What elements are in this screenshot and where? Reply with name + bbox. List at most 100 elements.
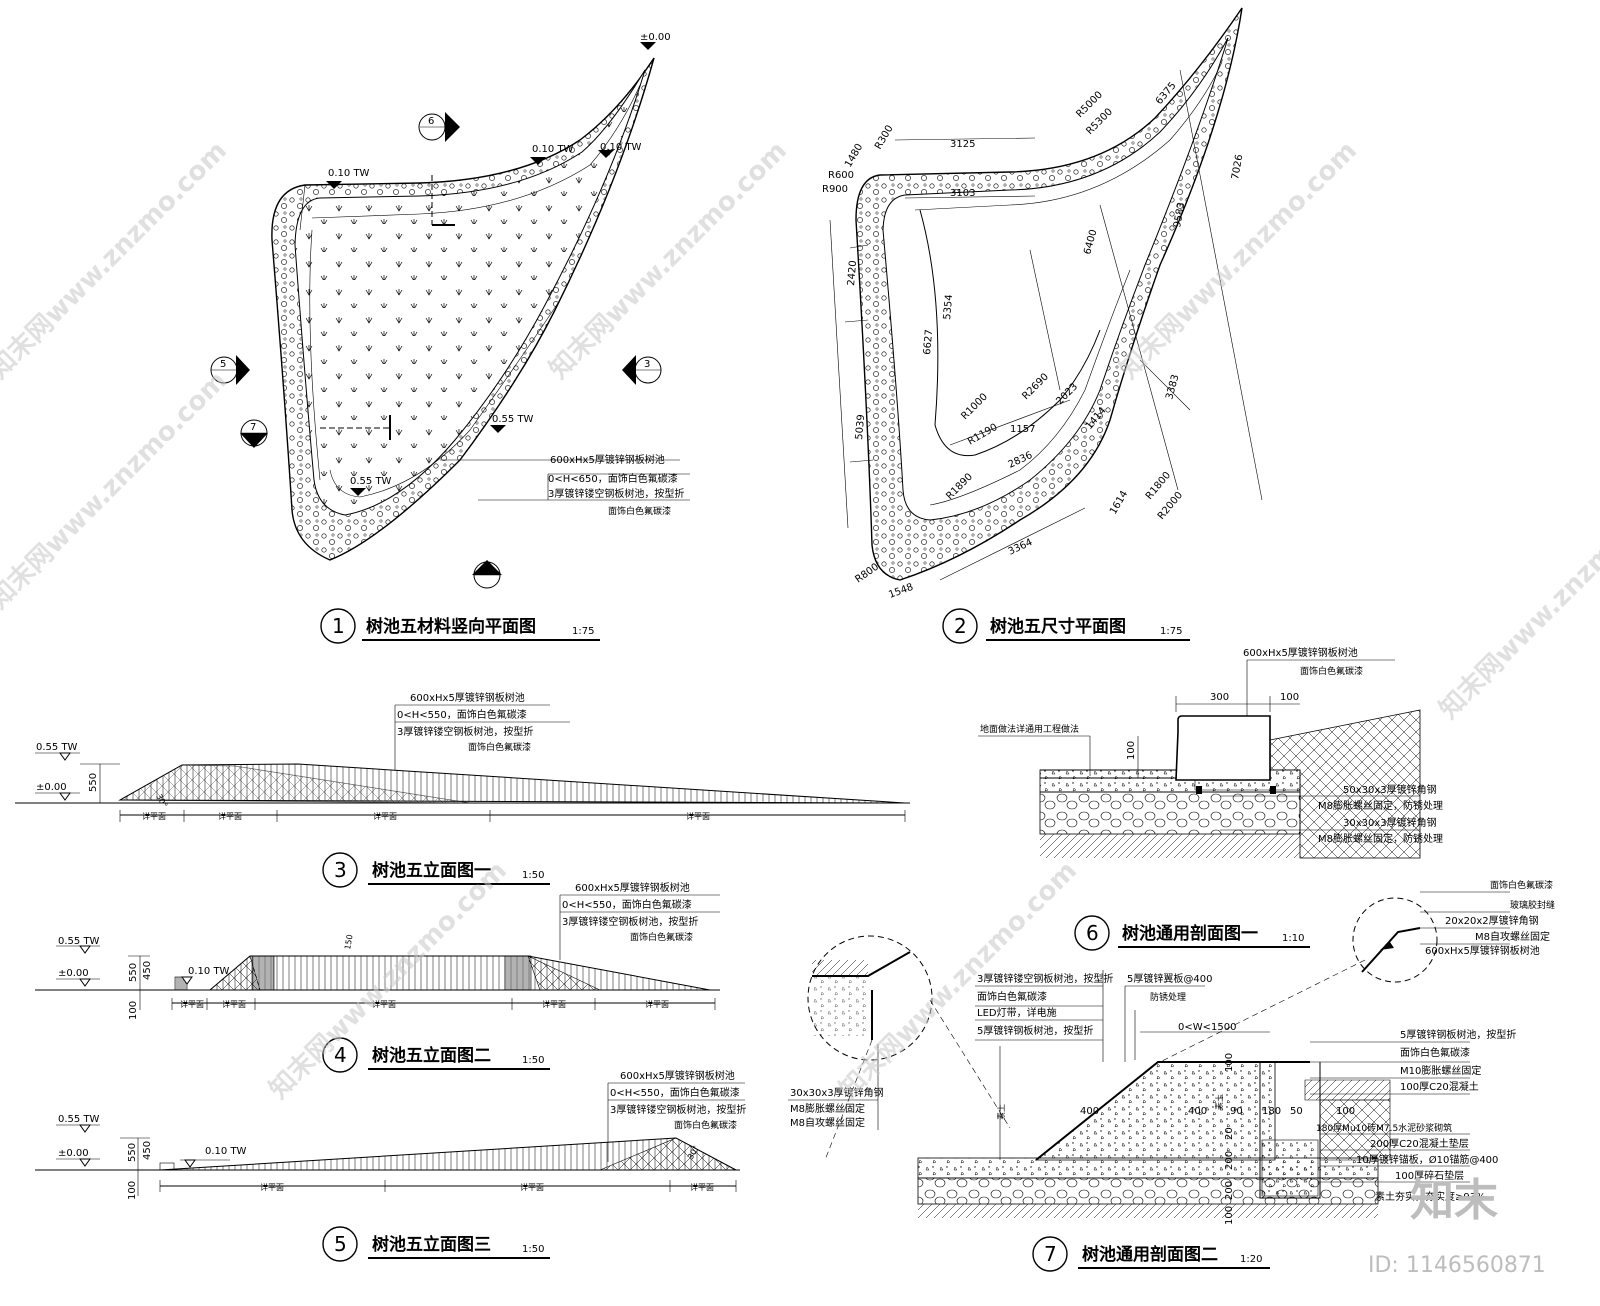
note: M10膨胀螺丝固定: [1400, 1064, 1481, 1077]
dim-label: 400: [1080, 1106, 1099, 1117]
elev-label: 0.55 TW: [36, 742, 78, 753]
svg-text:1: 1: [332, 614, 345, 638]
svg-text:1:50: 1:50: [522, 870, 544, 881]
note: 玻璃胶封缝: [1510, 899, 1555, 911]
elev-top: ±0.00: [640, 32, 671, 43]
note: 600xHx5厚镀锌钢板树池: [1243, 646, 1358, 659]
drawing-4-elevation: 详平面 详平面 详平面 详平面 详平面 0.55 TW ±0.00 0.10 T…: [35, 881, 720, 1073]
note: 5厚镀锌钢板树池，按型折: [977, 1024, 1093, 1037]
svg-text:1:50: 1:50: [522, 1244, 544, 1255]
svg-text:1:50: 1:50: [522, 1055, 544, 1066]
elev-label: 0.10 TW: [188, 966, 230, 977]
dim-label: 100: [1224, 1206, 1235, 1225]
detail-callout-left: 30x30x3厚镀锌角钢 M8膨胀螺丝固定 M8自攻螺丝固定: [788, 935, 1011, 1161]
title-drawing-1: 1 树池五材料竖向平面图 1:75: [320, 608, 600, 644]
detail-label: 详平面: [690, 1182, 714, 1192]
watermark-text: 知末网www.znzmo.com: [0, 136, 233, 385]
note: 3厚镀锌镂空钢板树池，按型折: [562, 915, 698, 928]
svg-text:树池五立面图二: 树池五立面图二: [372, 1045, 491, 1066]
drawing-2-plan: 3125 3103 R300 R600 R900 1480 R5000 R530…: [822, 7, 1263, 644]
dim-label: 2420: [846, 260, 859, 286]
drawing-7-section: 0<W<1500 400 400 90 180 50 100 200 200 1…: [788, 879, 1555, 1272]
svg-text:树池五立面图一: 树池五立面图一: [372, 860, 491, 881]
note-1b: 0<H<650，面饰白色氟碳漆: [548, 472, 678, 485]
elev-label: 0.10 TW: [205, 1146, 247, 1157]
detail-label: 详平面: [372, 999, 396, 1009]
elev-label: 0.10 TW: [532, 144, 574, 155]
note: 面饰白色氟碳漆: [1300, 665, 1363, 677]
dim-label: 1480: [843, 142, 865, 170]
note-1d: 面饰白色氟碳漆: [608, 505, 671, 517]
elev-label: 0.10 TW: [600, 142, 642, 153]
dim-label: 300: [1210, 692, 1229, 703]
dim-label: 150: [343, 934, 355, 951]
svg-text:树池五尺寸平面图: 树池五尺寸平面图: [990, 616, 1126, 637]
note: M8自攻螺丝固定: [1475, 930, 1550, 943]
svg-text:1:20: 1:20: [1240, 1254, 1262, 1265]
svg-text:1:10: 1:10: [1282, 933, 1304, 944]
svg-text:7: 7: [1044, 1242, 1057, 1266]
dim-label: R300: [873, 123, 896, 151]
brand-logo-text: 知末: [1410, 1175, 1498, 1226]
watermark-text: 知末网www.znzmo.com: [1434, 476, 1600, 725]
dim-label: 5039: [854, 414, 867, 440]
dim-label: 450: [142, 961, 153, 980]
note: 3厚镀锌镂空钢板树池，按型折: [977, 972, 1113, 985]
dim-label: 7026: [1230, 154, 1245, 181]
svg-text:2: 2: [954, 614, 967, 638]
drawing-6-section: 300 100 100 600xHx5厚镀锌钢板树池 面饰白色氟碳漆 地面做法详…: [978, 646, 1443, 951]
title-drawing-5: 5 树池五立面图三 1:50: [322, 1226, 550, 1262]
dim-label: 3125: [950, 139, 975, 150]
note: 600xHx5厚镀锌钢板树池: [1425, 944, 1540, 957]
dim-label: 550: [128, 963, 139, 982]
svg-text:树池通用剖面图一: 树池通用剖面图一: [1122, 923, 1258, 944]
elev-label: ±0.00: [58, 968, 89, 979]
elev-label: 0.55 TW: [350, 476, 392, 487]
drawing-1-plan: ±0.00 0.10 TW 0.10 TW 0.10 TW 0.55 TW 0.…: [210, 32, 690, 644]
svg-text:4: 4: [334, 1043, 347, 1067]
section-mark-4: 4: [472, 560, 502, 589]
dim-label: 200: [1224, 1181, 1235, 1200]
note: 50x30x3厚镀锌角钢: [1343, 783, 1437, 796]
image-id: ID: 1146560871: [1368, 1253, 1546, 1278]
note: 面饰白色氟碳漆: [977, 990, 1047, 1003]
dim-label: 100: [128, 1001, 139, 1020]
detail-label: 详平面: [373, 811, 397, 821]
detail-label: 详平面: [222, 999, 246, 1009]
note: 地面做法详通用工程做法: [980, 723, 1079, 735]
svg-text:6: 6: [1086, 921, 1099, 945]
detail-label: 详平面: [542, 999, 566, 1009]
dim-label: 3103: [950, 188, 975, 199]
note: 面饰白色氟碳漆: [1400, 1046, 1470, 1059]
dim-label: 3383: [1164, 373, 1181, 400]
svg-text:3: 3: [334, 858, 347, 882]
dim-label: 20: [1224, 1127, 1235, 1140]
note: 30x30x3厚镀锌角钢: [1343, 816, 1437, 829]
note: M8膨胀螺丝固定，防锈处理: [1318, 832, 1443, 845]
detail-label: 详平面: [260, 1182, 284, 1192]
dim-label: 550: [127, 1143, 138, 1162]
svg-text:树池五立面图三: 树池五立面图三: [372, 1234, 491, 1255]
dim-label: 100: [1224, 1053, 1235, 1072]
note: 100厚碎石垫层: [1395, 1169, 1464, 1182]
note: 3厚镀锌镂空钢板树池，按型折: [610, 1103, 746, 1116]
dim-label: 1614: [1108, 489, 1130, 517]
svg-text:7: 7: [250, 422, 256, 433]
elev-label: 0.10 TW: [328, 168, 370, 179]
note: 5厚镀锌钢板树池，按型折: [1400, 1028, 1516, 1041]
detail-label: 详平面: [180, 999, 204, 1009]
title-drawing-3: 3 树池五立面图一 1:50: [322, 852, 550, 888]
note: M8自攻螺丝固定: [790, 1116, 865, 1129]
dim-label: 450: [142, 1141, 153, 1160]
dim-label: 50: [1290, 1106, 1303, 1117]
dim-label: 1548: [887, 582, 915, 601]
note: M8膨胀螺丝固定，防锈处理: [1318, 799, 1443, 812]
note: 面饰白色氟碳漆: [1490, 879, 1553, 891]
dim-label: 180: [1262, 1106, 1281, 1117]
dim-label: 100: [1126, 741, 1137, 760]
dim-label: 100: [127, 1181, 138, 1200]
title-drawing-2: 2 树池五尺寸平面图 1:75: [942, 608, 1190, 644]
note: 5厚镀锌翼板@400: [1127, 972, 1212, 985]
note: M8膨胀螺丝固定: [790, 1102, 865, 1115]
svg-text:树池五材料竖向平面图: 树池五材料竖向平面图: [366, 616, 536, 637]
